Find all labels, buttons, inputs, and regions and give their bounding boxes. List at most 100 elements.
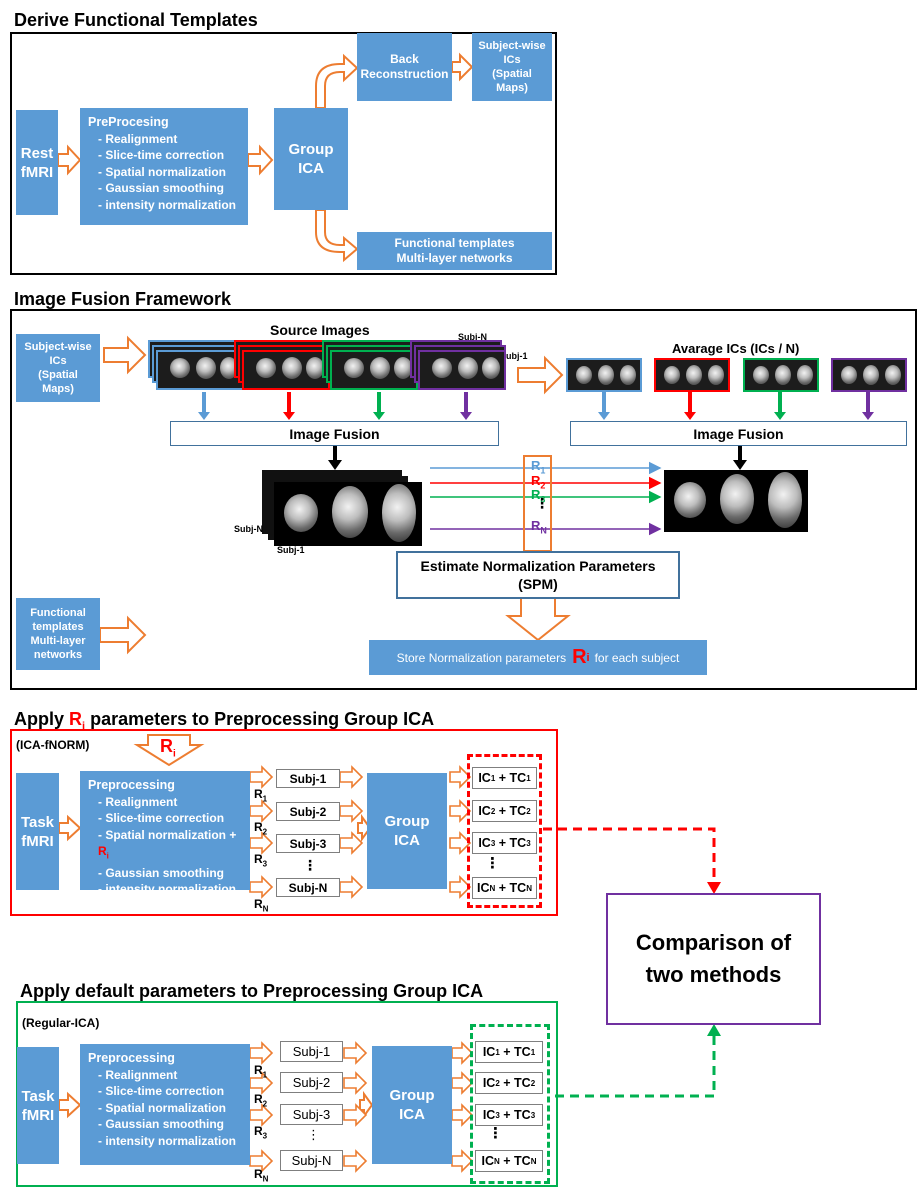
estimate-normalization-box: Estimate Normalization Parameters (SPM) bbox=[396, 551, 680, 599]
r-label: RN bbox=[254, 897, 269, 914]
pp-item: - Gaussian smoothing bbox=[98, 181, 225, 195]
pp-item: - Gaussian smoothing bbox=[98, 865, 225, 880]
average-ic-red bbox=[654, 358, 730, 392]
subject-box: Subj-3 bbox=[276, 834, 340, 853]
subject-box: Subj-2 bbox=[280, 1072, 343, 1093]
subj-n-bottom-label: Subj-N bbox=[234, 524, 263, 534]
rest-fmri-box: Rest fMRI bbox=[16, 110, 58, 215]
store-r-sub: i bbox=[586, 651, 590, 664]
arrow-ica-to-back bbox=[315, 53, 359, 109]
subject-box: Subj-2 bbox=[276, 802, 340, 821]
preprocessing-box-s4: Preprocessing - Realignment - Slice-time… bbox=[80, 1044, 250, 1165]
subject-box: Subj-1 bbox=[276, 769, 340, 788]
average-ic-purple bbox=[831, 358, 907, 392]
store-r: R bbox=[572, 646, 587, 668]
subject-wise-ics-box-s2: Subject-wise ICs (Spatial Maps) bbox=[16, 334, 100, 402]
subject-ellipsis: ⋮ bbox=[303, 857, 317, 873]
comparison-box: Comparison of two methods bbox=[606, 893, 821, 1025]
group-ica-box-s4: Group ICA bbox=[372, 1046, 452, 1164]
pp-item: - Realignment bbox=[98, 794, 178, 809]
r-label: R1 bbox=[254, 787, 268, 804]
preprocessing-box-s1: PreProcesing - Realignment - Slice-time … bbox=[80, 108, 248, 225]
green-dashed-connector bbox=[555, 1032, 716, 1098]
ic-dashed-group-s3 bbox=[467, 754, 542, 908]
section2-frame bbox=[10, 309, 917, 690]
pp-item: - Slice-time correction bbox=[98, 1084, 225, 1098]
average-ic-green bbox=[743, 358, 819, 392]
average-ic-blue bbox=[566, 358, 642, 392]
ica-fnorm-tag: (ICA-fNORM) bbox=[16, 738, 90, 752]
source-images-label: Source Images bbox=[270, 322, 370, 338]
section4-title: Apply default parameters to Preprocessin… bbox=[20, 981, 484, 1001]
subject-ellipsis: ⋮ bbox=[307, 1127, 320, 1142]
ri-down-arrow bbox=[133, 734, 205, 767]
ic-dashed-group-s4 bbox=[470, 1024, 550, 1184]
pp-item: - Realignment bbox=[98, 131, 178, 146]
section3-title: Apply Ri parameters to Preprocessing Gro… bbox=[14, 709, 435, 733]
arrow-pre-to-ica bbox=[247, 144, 274, 176]
subject-box: Subj-N bbox=[276, 878, 340, 897]
section1-title: Derive Functional Templates bbox=[14, 10, 258, 30]
group-ica-box-s3: Group ICA bbox=[367, 773, 447, 889]
ic-ellipsis: ⋮ bbox=[485, 855, 500, 872]
subject-box: Subj-1 bbox=[280, 1041, 343, 1062]
red-dashed-connector bbox=[543, 827, 716, 886]
r1-label: R1 bbox=[531, 458, 546, 476]
r-label: R3 bbox=[254, 1124, 268, 1141]
r-ellipsis: ⋮ bbox=[535, 495, 549, 511]
arrow-ics-to-source bbox=[103, 335, 147, 375]
r-label: R2 bbox=[254, 1092, 268, 1109]
store-suffix: for each subject bbox=[594, 650, 680, 665]
arrow-back-to-ics bbox=[451, 52, 474, 82]
rn-label: RN bbox=[531, 518, 547, 536]
task-fmri-box-s3: Task fMRI bbox=[16, 773, 59, 890]
regular-ica-tag: (Regular-ICA) bbox=[22, 1016, 100, 1030]
functional-templates-box-s1: Functional templates Multi-layer network… bbox=[357, 232, 552, 270]
pp-item: - intensity normalization bbox=[98, 1133, 237, 1148]
subject-box: Subj-3 bbox=[280, 1104, 343, 1125]
subject-wise-ics-box-s1: Subject-wise ICs (Spatial Maps) bbox=[472, 33, 552, 101]
group-ica-box-s1: Group ICA bbox=[274, 108, 348, 210]
subject-box: Subj-N bbox=[280, 1150, 343, 1171]
r-label: R2 bbox=[254, 820, 268, 837]
section3-frame bbox=[10, 729, 558, 916]
preprocessing-heading: Preprocessing bbox=[88, 778, 175, 792]
pp-item-spatial: - Spatial normalization + Ri bbox=[98, 827, 237, 861]
pp-item: - Realignment bbox=[98, 1067, 178, 1082]
pp-item: - intensity normalization bbox=[98, 882, 237, 897]
pp-item: - Slice-time correction bbox=[98, 148, 225, 162]
pp-item: - intensity normalization bbox=[98, 197, 237, 212]
r-label: RN bbox=[254, 1167, 269, 1184]
functional-templates-box-s2: Functional templates Multi-layer network… bbox=[16, 598, 100, 670]
pp-item: - Spatial normalization bbox=[98, 164, 227, 179]
r2-label: R2 bbox=[531, 473, 546, 491]
task-fmri-box-s4: Task fMRI bbox=[17, 1047, 59, 1164]
arrow-ica-to-templates bbox=[315, 209, 359, 263]
back-reconstruction-box: Back Reconstruction bbox=[357, 33, 452, 101]
preprocessing-heading: Preprocessing bbox=[88, 1051, 175, 1065]
pp-item: - Gaussian smoothing bbox=[98, 1117, 225, 1131]
subj-1-top-label: Subj-1 bbox=[500, 351, 528, 361]
fused-average-image bbox=[664, 470, 808, 532]
pp-item: - Slice-time correction bbox=[98, 811, 225, 825]
subj-n-top-label: Subj-N bbox=[458, 332, 487, 342]
r-label: R3 bbox=[254, 852, 268, 869]
ri-arrow-label: Ri bbox=[160, 736, 176, 760]
arrow-rest-to-pre bbox=[57, 144, 82, 176]
arrow-templates-s2 bbox=[99, 615, 147, 655]
pp-item: - Spatial normalization bbox=[98, 1100, 227, 1115]
arrow-source-to-avg bbox=[517, 355, 564, 395]
store-text: Store Normalization parameters bbox=[396, 650, 567, 665]
image-fusion-right: Image Fusion bbox=[570, 421, 907, 446]
ic-ellipsis: ⋮ bbox=[488, 1125, 503, 1142]
